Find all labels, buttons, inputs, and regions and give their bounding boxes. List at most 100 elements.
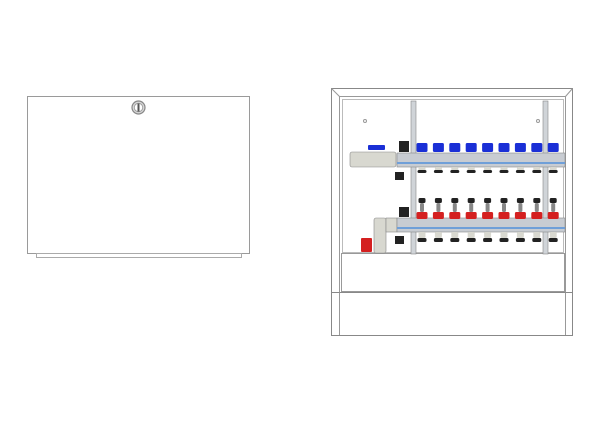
flow-meter-knob — [484, 198, 492, 203]
flow-meter-body — [420, 203, 424, 212]
return-outlet — [498, 198, 510, 242]
supply-ball-valve-handle[interactable] — [368, 145, 385, 150]
flow-meter-knob — [516, 198, 524, 203]
supply-outlet-fitting — [548, 170, 558, 173]
return-outlet-fitting — [417, 238, 427, 242]
supply-valve-cap — [482, 143, 494, 152]
supply-valve-cap — [531, 143, 543, 152]
open-cabinet-with-manifold — [331, 88, 573, 336]
return-valve-cap — [432, 212, 444, 219]
return-outlet-neck — [418, 232, 426, 238]
return-outlet-neck — [516, 232, 524, 238]
supply-outlet — [547, 143, 559, 173]
return-outlet-neck — [434, 232, 442, 238]
return-outlet-fitting — [433, 238, 443, 242]
mounting-rail-left — [410, 100, 417, 255]
return-valve-cap — [498, 212, 510, 219]
supply-outlet-fitting — [433, 170, 443, 173]
supply-valve-cap — [465, 143, 477, 152]
supply-outlet-fitting — [483, 170, 493, 173]
return-outlet — [432, 198, 444, 242]
return-outlet-fitting — [483, 238, 493, 242]
flow-meter-knob — [434, 198, 442, 203]
door-lock-icon[interactable] — [131, 100, 146, 115]
closed-cabinet-front — [27, 96, 250, 258]
return-outlet — [531, 198, 543, 242]
return-outlet — [465, 198, 477, 242]
supply-outlet — [514, 143, 526, 173]
supply-outlet-fitting — [499, 170, 509, 173]
return-outlet — [547, 198, 559, 242]
flow-meter-knob — [500, 198, 508, 203]
supply-outlet-fitting — [515, 170, 525, 173]
flow-meter-knob — [549, 198, 557, 203]
return-manifold-bar — [396, 217, 566, 233]
return-outlet-fitting — [450, 238, 460, 242]
flow-meter-body — [469, 203, 474, 212]
return-outlet-neck — [549, 232, 557, 238]
return-outlet-fitting — [515, 238, 525, 242]
return-outlet-fitting — [532, 238, 542, 242]
flow-meter-knob — [451, 198, 459, 203]
return-outlets — [416, 198, 559, 242]
return-valve-cap — [547, 212, 559, 219]
flow-meter-body — [551, 203, 556, 212]
return-outlet-neck — [533, 232, 541, 238]
supply-drain-knob — [395, 172, 404, 180]
flow-meter-body — [485, 203, 490, 212]
supply-outlets — [416, 143, 559, 173]
supply-outlet — [531, 143, 543, 173]
return-valve-cap — [482, 212, 494, 219]
flow-meter-body — [502, 203, 506, 212]
return-outlet-neck — [467, 232, 475, 238]
supply-valve-cap — [416, 143, 428, 152]
flow-meter-knob — [467, 198, 475, 203]
supply-outlet-fitting — [532, 170, 542, 173]
return-valve-cap — [465, 212, 477, 219]
supply-manifold-bar — [396, 152, 566, 168]
supply-outlet — [416, 143, 428, 173]
cabinet-door-bottom-trim — [36, 253, 242, 258]
return-outlet — [514, 198, 526, 242]
return-outlet — [416, 198, 428, 242]
return-air-vent — [399, 207, 409, 217]
return-outlet — [482, 198, 494, 242]
cabinet-door — [27, 96, 250, 254]
return-valve-body — [373, 217, 387, 254]
supply-outlet — [482, 143, 494, 173]
return-outlet-neck — [451, 232, 459, 238]
flow-meter-body — [436, 203, 441, 212]
supply-outlet-fitting — [450, 170, 460, 173]
flow-meter-body — [518, 203, 523, 212]
return-manifold — [361, 198, 566, 254]
supply-valve-cap — [432, 143, 444, 152]
supply-outlet-fitting — [417, 170, 427, 173]
supply-valve-cap — [514, 143, 526, 152]
supply-outlet-fitting — [466, 170, 476, 173]
return-outlet-fitting — [466, 238, 476, 242]
return-valve-cap — [449, 212, 461, 219]
return-outlet-fitting — [499, 238, 509, 242]
return-drain-knob — [395, 236, 404, 244]
flow-meter-body — [534, 203, 539, 212]
return-valve-cap — [531, 212, 543, 219]
supply-ball-valve-body — [349, 151, 397, 168]
supply-outlet — [432, 143, 444, 173]
return-outlet-neck — [484, 232, 492, 238]
supply-outlet — [449, 143, 461, 173]
flow-meter-body — [452, 203, 457, 212]
plinth-cover — [341, 253, 565, 292]
return-outlet-neck — [500, 232, 508, 238]
return-valve-cap — [416, 212, 428, 219]
supply-valve-cap — [498, 143, 510, 152]
supply-outlet — [498, 143, 510, 173]
supply-valve-cap — [449, 143, 461, 152]
return-ball-valve-handle[interactable] — [361, 238, 372, 252]
supply-outlet — [465, 143, 477, 173]
return-outlet — [449, 198, 461, 242]
flow-meter-knob — [418, 198, 426, 203]
mounting-rail-right — [542, 100, 549, 255]
flow-meter-knob — [533, 198, 541, 203]
supply-manifold — [349, 141, 566, 180]
